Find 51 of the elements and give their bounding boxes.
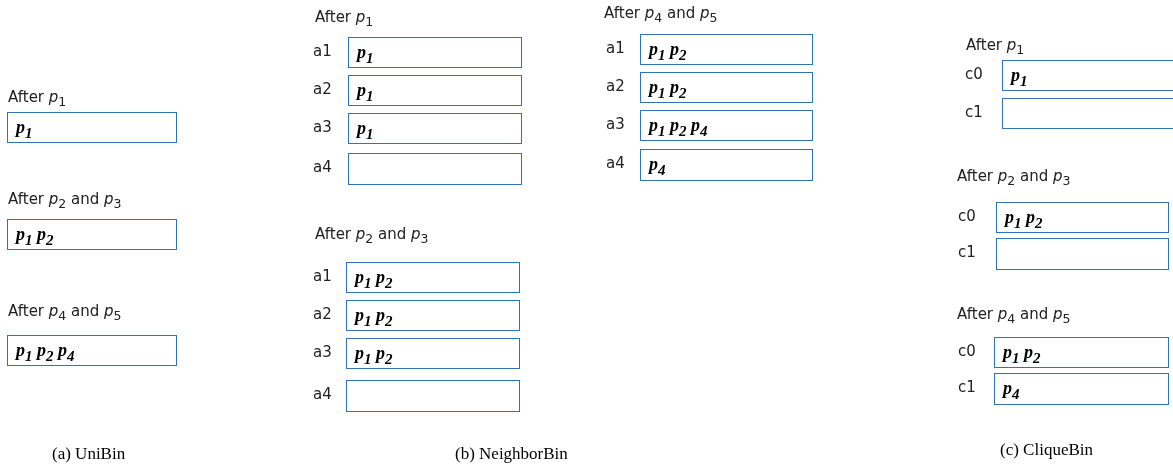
row-label: a1 (313, 267, 332, 285)
bin-box: p$_{1}$ p$_{2}$ (640, 72, 813, 103)
row-label: a2 (313, 80, 332, 98)
bin-box: p$_{1}$ p$_{2}$ p$_{4}$ (7, 335, 177, 366)
bin-box: p$_{1}$ (348, 113, 522, 144)
row-label: a4 (313, 385, 332, 403)
step-heading: After p$_{1}$ (8, 88, 67, 109)
row-label: c1 (958, 243, 976, 261)
empty-bin-box (1002, 98, 1173, 129)
row-label: c0 (958, 207, 976, 225)
panel-caption: (a) UniBin (52, 444, 126, 464)
row-label: a3 (313, 118, 332, 136)
panel-caption: (b) NeighborBin (455, 444, 568, 464)
bin-box: p$_{4}$ (640, 149, 813, 181)
empty-bin-box (996, 238, 1169, 270)
bin-box: p$_{1}$ (7, 112, 177, 143)
step-heading: After p$_{2}$ and p$_{3}$ (957, 167, 1071, 188)
step-heading: After p$_{4}$ and p$_{5}$ (8, 302, 122, 323)
bin-box: p$_{1}$ p$_{2}$ (994, 337, 1169, 368)
bin-box: p$_{1}$ p$_{2}$ (7, 219, 177, 250)
row-label: c1 (965, 103, 983, 121)
step-heading: After p$_{1}$ (315, 8, 374, 29)
bin-box: p$_{1}$ (1002, 60, 1173, 91)
step-heading: After p$_{4}$ and p$_{5}$ (957, 305, 1071, 326)
step-heading: After p$_{1}$ (966, 36, 1025, 57)
bin-box: p$_{1}$ (348, 37, 522, 68)
row-label: a2 (313, 305, 332, 323)
bin-box: p$_{1}$ p$_{2}$ (996, 202, 1169, 233)
bin-box: p$_{1}$ p$_{2}$ p$_{4}$ (640, 110, 813, 141)
row-label: a1 (313, 42, 332, 60)
step-heading: After p$_{2}$ and p$_{3}$ (8, 190, 122, 211)
bin-box: p$_{1}$ (348, 75, 522, 106)
row-label: a2 (606, 77, 625, 95)
bin-box: p$_{1}$ p$_{2}$ (640, 34, 813, 65)
panel-caption: (c) CliqueBin (1000, 440, 1093, 460)
row-label: c0 (958, 342, 976, 360)
row-label: a3 (313, 343, 332, 361)
bin-box: p$_{1}$ p$_{2}$ (346, 300, 520, 331)
row-label: a4 (606, 154, 625, 172)
row-label: c0 (965, 65, 983, 83)
row-label: a3 (606, 115, 625, 133)
step-heading: After p$_{2}$ and p$_{3}$ (315, 225, 429, 246)
empty-bin-box (348, 153, 522, 185)
row-label: a1 (606, 39, 625, 57)
bin-box: p$_{1}$ p$_{2}$ (346, 338, 520, 369)
step-heading: After p$_{4}$ and p$_{5}$ (604, 4, 718, 25)
bin-box: p$_{4}$ (994, 373, 1169, 405)
bin-box: p$_{1}$ p$_{2}$ (346, 262, 520, 293)
empty-bin-box (346, 380, 520, 412)
row-label: c1 (958, 378, 976, 396)
row-label: a4 (313, 158, 332, 176)
